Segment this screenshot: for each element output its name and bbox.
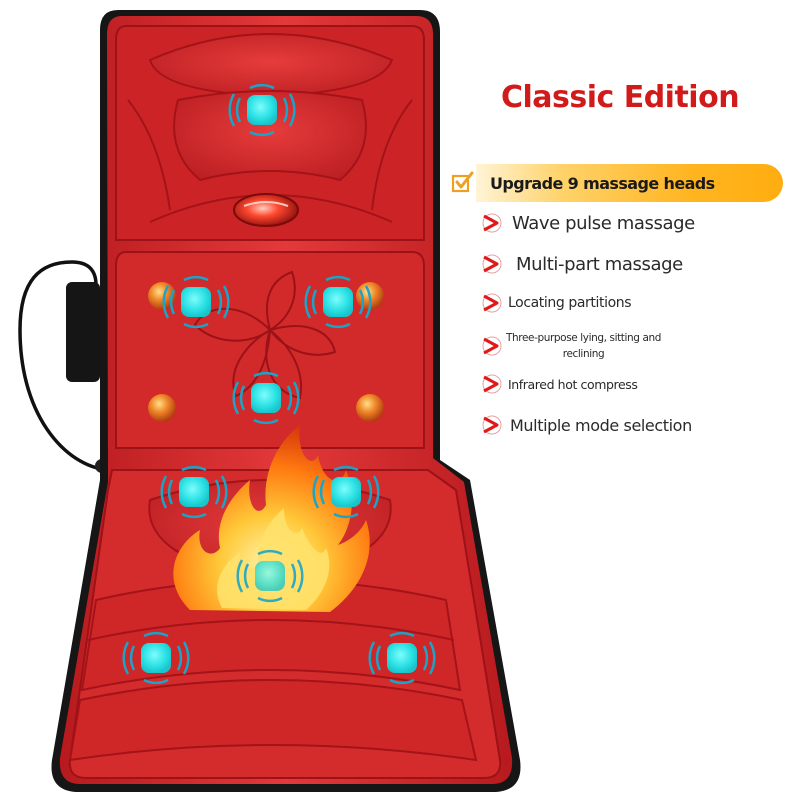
feature-item: Multiple mode selection: [480, 412, 692, 438]
highlight-bar: [476, 164, 783, 202]
vibration-node-icon: [122, 83, 436, 685]
feature-label-line1: Three-purpose lying, sitting and: [506, 332, 662, 344]
check-box-icon: [450, 169, 476, 195]
remote-controller-icon: [18, 260, 113, 473]
feature-item: Multi-part massage: [480, 251, 683, 277]
highlight-feature-label: Upgrade 9 massage heads: [490, 174, 715, 193]
red-arrow-icon: [480, 290, 506, 316]
feature-label: Multiple mode selection: [510, 415, 692, 435]
red-arrow-icon: [480, 412, 506, 438]
feature-item: Infrared hot compress: [480, 371, 638, 397]
feature-label-line2: reclining: [562, 348, 605, 360]
feature-item: Three-purpose lying, sitting and reclini…: [480, 330, 661, 362]
feature-label: Wave pulse massage: [512, 212, 695, 234]
red-arrow-icon: [480, 210, 506, 236]
page-title: Classic Edition: [500, 80, 740, 115]
feature-label: Infrared hot compress: [508, 376, 638, 392]
red-arrow-icon: [480, 371, 506, 397]
feature-item: Wave pulse massage: [480, 210, 695, 236]
red-arrow-icon: [480, 333, 506, 359]
massage-mat: [51, 10, 521, 792]
highlight-feature: Upgrade 9 massage heads: [448, 163, 785, 205]
feature-label: Multi-part massage: [516, 253, 683, 275]
feature-item: Locating partitions: [480, 290, 632, 316]
feature-label: Three-purpose lying, sitting and reclini…: [506, 330, 661, 362]
feature-label: Locating partitions: [508, 295, 632, 311]
red-arrow-icon: [480, 251, 506, 277]
